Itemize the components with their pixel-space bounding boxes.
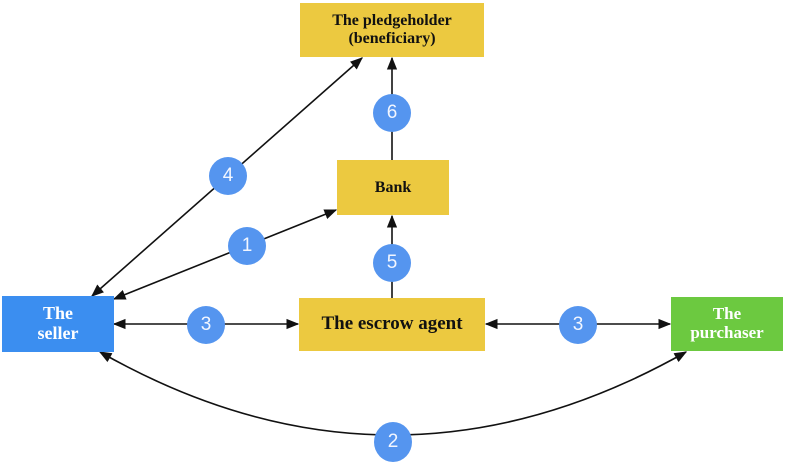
purchaser-label-line1: The	[712, 304, 742, 324]
pledgeholder-node: The pledgeholder (beneficiary)	[300, 3, 484, 57]
purchaser-node: The purchaser	[671, 297, 783, 351]
step-badge-5: 5	[373, 244, 411, 282]
seller-label-line2: seller	[37, 323, 79, 343]
step-number: 2	[387, 431, 399, 452]
step-badge-3-right: 3	[559, 306, 597, 344]
step-number: 4	[222, 165, 234, 186]
seller-label-line1: The	[42, 303, 73, 324]
escrow-agent-node: The escrow agent	[299, 298, 485, 351]
pledgeholder-label-line1: The pledgeholder	[332, 12, 452, 30]
step-badge-1: 1	[228, 227, 266, 265]
escrow-agent-label: The escrow agent	[321, 313, 463, 335]
arrow-seller-bank	[112, 209, 338, 300]
step-badge-2: 2	[374, 422, 412, 462]
step-badge-4: 4	[209, 157, 247, 195]
step-number: 3	[572, 314, 584, 335]
pledgeholder-label-line2: (beneficiary)	[348, 30, 436, 47]
step-badge-3-left: 3	[187, 306, 225, 344]
step-number: 1	[241, 235, 253, 256]
purchaser-label-line2: purchaser	[690, 323, 764, 342]
step-number: 6	[386, 102, 398, 123]
bank-label: Bank	[374, 178, 412, 196]
step-number: 5	[386, 252, 398, 273]
step-badge-6: 6	[373, 94, 411, 132]
seller-node: The seller	[2, 296, 114, 352]
bank-node: Bank	[337, 160, 449, 215]
step-number: 3	[200, 314, 212, 335]
